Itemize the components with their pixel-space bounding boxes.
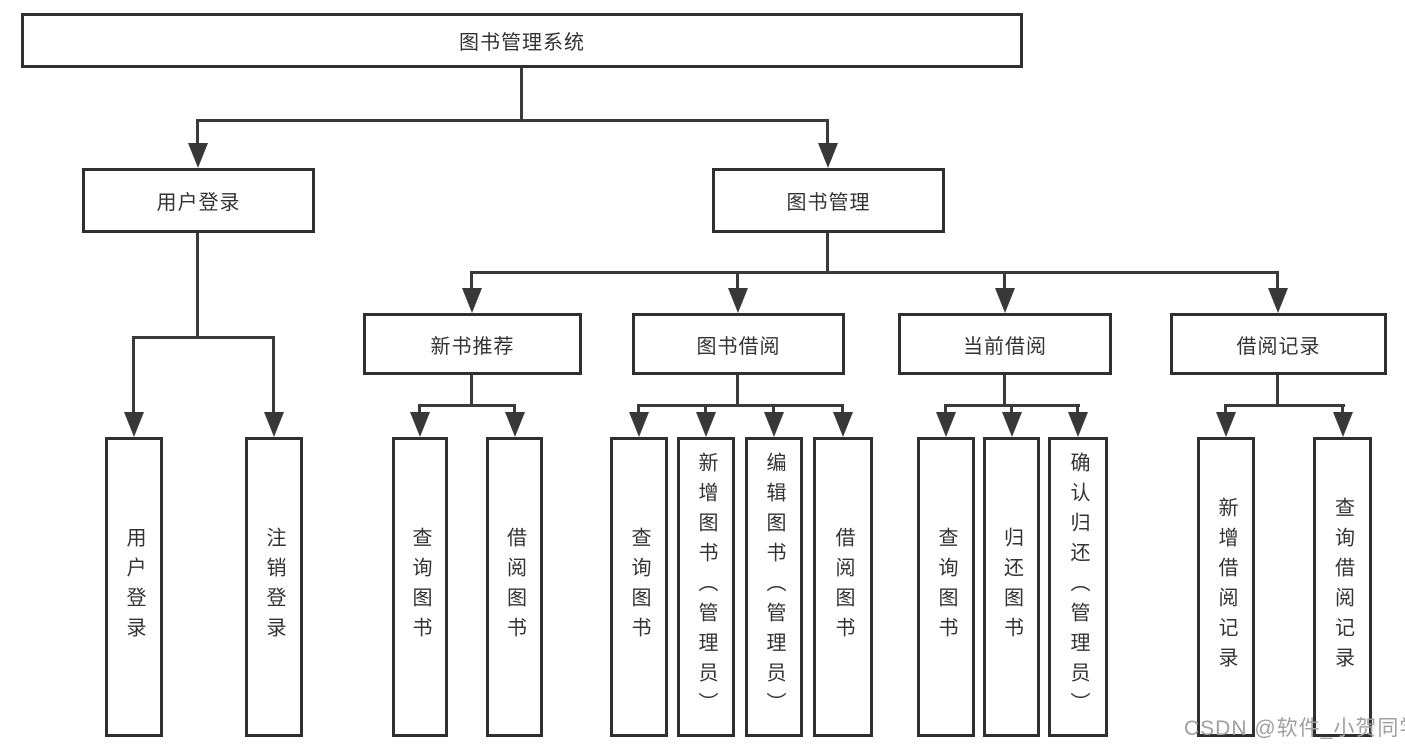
connector-line: [1224, 404, 1345, 407]
arrow-down-icon: [995, 288, 1015, 313]
node-book-management: 图书管理: [712, 168, 945, 233]
connector-line: [826, 233, 829, 274]
arrow-down-icon: [696, 412, 716, 437]
connector-line: [418, 404, 421, 415]
connector-line: [1276, 271, 1279, 291]
leaf-confirm-return-admin-label: 确认归还（管理员）: [1067, 452, 1089, 722]
arrow-down-icon: [728, 288, 748, 313]
connector-line: [637, 404, 844, 407]
leaf-query-books-2-label: 查询图书: [628, 527, 650, 647]
connector-line: [132, 336, 275, 339]
leaf-borrow-books-1-label: 借阅图书: [503, 527, 526, 647]
node-book-borrowing-label: 图书借阅: [696, 335, 781, 358]
arrow-down-icon: [410, 412, 430, 437]
connector-line: [1003, 271, 1006, 291]
connector-line: [637, 404, 640, 415]
leaf-query-books-3: 查询图书: [917, 437, 975, 737]
connector-line: [1224, 404, 1227, 415]
arrow-down-icon: [764, 412, 784, 437]
leaf-query-books-2: 查询图书: [610, 437, 668, 737]
leaf-borrow-books-2-label: 借阅图书: [832, 527, 854, 647]
connector-line: [826, 119, 829, 147]
node-current-borrowing-label: 当前借阅: [963, 335, 1047, 358]
node-borrowing-records: 借阅记录: [1170, 313, 1387, 375]
arrow-down-icon: [1216, 412, 1236, 437]
arrow-down-icon: [264, 412, 284, 437]
arrow-down-icon: [936, 412, 956, 437]
connector-line: [1341, 404, 1344, 415]
leaf-query-books-1-label: 查询图书: [409, 527, 431, 647]
connector-line: [1276, 375, 1279, 407]
connector-line: [1076, 404, 1079, 415]
connector-line: [704, 404, 707, 415]
connector-line: [1010, 404, 1013, 415]
node-user-login-label: 用户登录: [156, 192, 241, 214]
arrow-down-icon: [505, 412, 525, 437]
leaf-user-login-label: 用户登录: [123, 527, 145, 647]
connector-line: [197, 119, 829, 122]
node-new-book-recommend-label: 新书推荐: [430, 335, 515, 358]
leaf-borrow-books-1: 借阅图书: [486, 437, 543, 737]
connector-line: [736, 271, 739, 291]
leaf-logout: 注销登录: [245, 437, 303, 737]
connector-line: [272, 336, 275, 416]
leaf-logout-label: 注销登录: [263, 527, 285, 647]
connector-line: [470, 271, 473, 291]
connector-line: [841, 404, 844, 415]
leaf-add-borrow-record-label: 新增借阅记录: [1215, 497, 1237, 677]
leaf-user-login: 用户登录: [105, 437, 163, 737]
leaf-confirm-return-admin: 确认归还（管理员）: [1048, 437, 1108, 737]
leaf-borrow-books-2: 借阅图书: [813, 437, 873, 737]
connector-line: [1003, 375, 1006, 407]
leaf-return-books: 归还图书: [983, 437, 1040, 737]
connector-line: [418, 404, 516, 407]
connector-line: [513, 404, 516, 415]
arrow-down-icon: [818, 143, 838, 168]
leaf-add-books-admin: 新增图书（管理员）: [677, 437, 735, 737]
arrow-down-icon: [1333, 412, 1353, 437]
connector-line: [196, 119, 199, 147]
node-user-login: 用户登录: [82, 168, 315, 233]
connector-line: [520, 68, 523, 122]
connector-line: [736, 375, 739, 407]
connector-line: [944, 404, 947, 415]
connector-line: [772, 404, 775, 415]
node-new-book-recommend: 新书推荐: [363, 313, 582, 375]
node-book-management-label: 图书管理: [786, 192, 871, 214]
leaf-query-borrow-record-label: 查询借阅记录: [1331, 497, 1354, 677]
connector-line: [196, 233, 199, 339]
arrow-down-icon: [833, 412, 853, 437]
leaf-edit-books-admin-label: 编辑图书（管理员）: [763, 452, 785, 722]
leaf-query-books-3-label: 查询图书: [935, 527, 957, 647]
leaf-add-books-admin-label: 新增图书（管理员）: [695, 452, 717, 722]
leaf-query-borrow-record: 查询借阅记录: [1313, 437, 1372, 737]
arrow-down-icon: [462, 288, 482, 313]
node-book-borrowing: 图书借阅: [632, 313, 845, 375]
node-library-system: 图书管理系统: [21, 13, 1023, 68]
leaf-return-books-label: 归还图书: [1000, 527, 1023, 647]
arrow-down-icon: [1268, 288, 1288, 313]
arrow-down-icon: [629, 412, 649, 437]
node-current-borrowing: 当前借阅: [898, 313, 1112, 375]
connector-line: [470, 375, 473, 407]
leaf-add-borrow-record: 新增借阅记录: [1197, 437, 1255, 737]
connector-line: [132, 336, 135, 416]
watermark: CSDN @软件_小贺同学: [1184, 717, 1405, 740]
leaf-query-books-1: 查询图书: [392, 437, 448, 737]
node-library-system-label: 图书管理系统: [459, 32, 585, 54]
arrow-down-icon: [124, 412, 144, 437]
connector-line: [470, 271, 1279, 274]
leaf-edit-books-admin: 编辑图书（管理员）: [745, 437, 803, 737]
arrow-down-icon: [1068, 412, 1088, 437]
node-borrowing-records-label: 借阅记录: [1236, 335, 1321, 358]
arrow-down-icon: [188, 143, 208, 168]
arrow-down-icon: [1002, 412, 1022, 437]
